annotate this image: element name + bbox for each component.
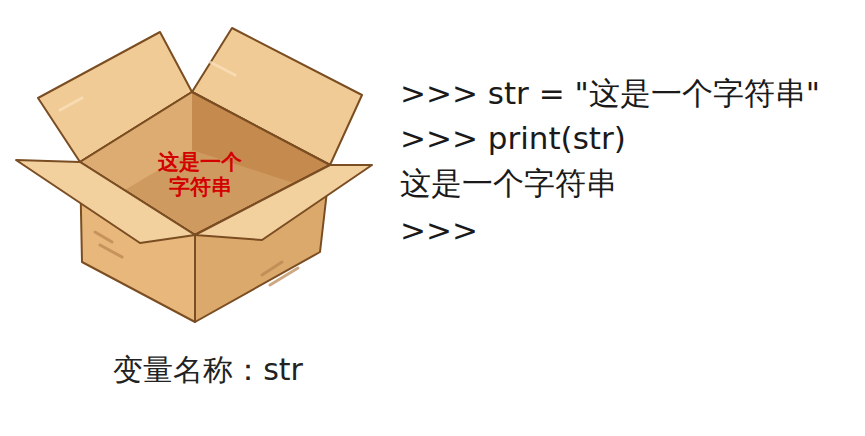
box-content: 这是一个字符串 (158, 150, 242, 200)
code-line: 这是一个字符串 (400, 166, 617, 200)
box-scuff (95, 232, 112, 242)
code-line: >>> str = "这是一个字符串" (400, 76, 820, 110)
code-line: >>> print(str) (400, 121, 626, 155)
flap-highlight (60, 98, 82, 110)
variable-box: 这是一个字符串变量名称：str (10, 20, 380, 400)
box-scuff (262, 262, 282, 275)
flap-highlight (210, 62, 235, 75)
box-scuff (270, 268, 298, 285)
variable-name: 变量名称：str (113, 353, 303, 386)
box-scuff (100, 245, 122, 257)
code-line: >>> (400, 213, 478, 247)
